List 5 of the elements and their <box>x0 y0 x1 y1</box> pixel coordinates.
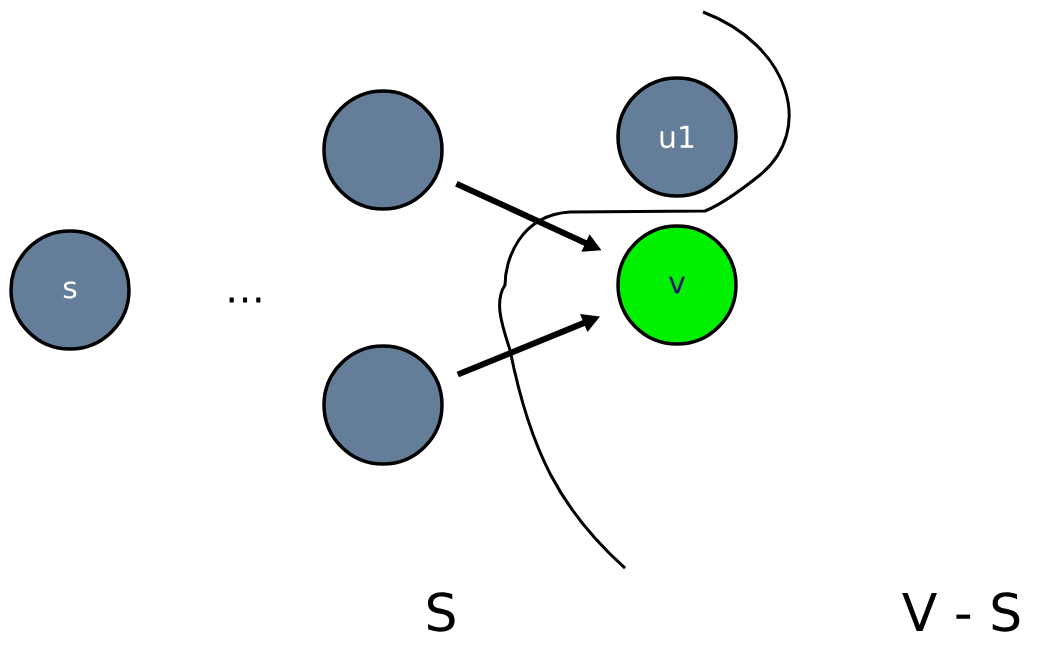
node-circle <box>322 89 444 211</box>
ellipsis: … <box>229 297 261 303</box>
region-label: V - S <box>902 592 1020 632</box>
region-label: S <box>427 592 455 632</box>
node-circle <box>322 344 444 466</box>
